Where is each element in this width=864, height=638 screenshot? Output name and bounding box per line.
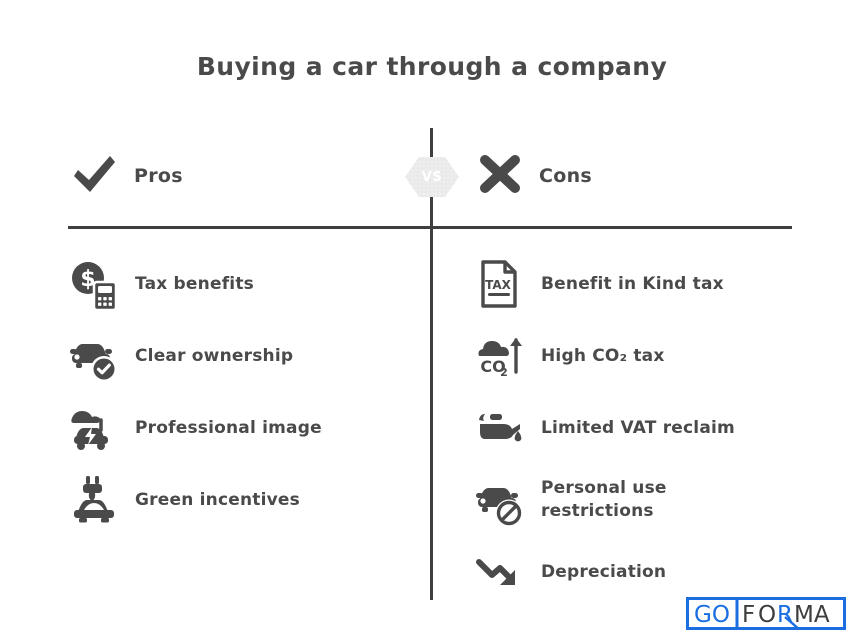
list-item-label: Professional image (135, 417, 322, 438)
logo-text-ma: MA (794, 602, 830, 628)
list-item-label: Personal use restrictions (541, 478, 667, 521)
svg-text:2: 2 (500, 366, 508, 379)
list-item: $ Tax benefits (68, 248, 418, 320)
cons-heading: Cons (539, 165, 593, 187)
check-icon (70, 152, 118, 200)
vertical-divider (430, 128, 433, 600)
svg-text:CO: CO (480, 357, 505, 376)
vs-label: VS (421, 169, 443, 185)
list-item: Personal use restrictions (474, 464, 834, 536)
logo-text-go: GO (694, 602, 730, 628)
car-prohibited-icon (474, 474, 526, 526)
list-item: CO 2 High CO₂ tax (474, 320, 834, 392)
down-trend-arrow-icon (474, 546, 526, 598)
logo-text-f: F (742, 602, 755, 628)
co2-cloud-up-arrow-icon: CO 2 (474, 330, 526, 382)
list-item-label: Depreciation (541, 561, 667, 582)
cross-icon (477, 152, 523, 200)
logo-text-o: O (758, 602, 776, 628)
horizontal-divider (68, 226, 792, 229)
goforma-logo[interactable]: GO F O R MA (686, 597, 846, 631)
cons-column-header: Cons (477, 152, 592, 200)
pros-heading: Pros (134, 165, 183, 187)
list-item-label: High CO₂ tax (541, 345, 665, 366)
logo-text-r: R (777, 602, 793, 628)
list-item: Green incentives (68, 464, 418, 536)
list-item-label: Tax benefits (135, 273, 254, 294)
page-title: Buying a car through a company (196, 52, 668, 81)
list-item: Professional image (68, 392, 418, 464)
list-item: Clear ownership (68, 320, 418, 392)
pros-column-header: Pros (70, 152, 183, 200)
list-item: TAX Benefit in Kind tax (474, 248, 834, 320)
svg-text:TAX: TAX (485, 278, 512, 292)
dollar-coin-calculator-icon: $ (68, 258, 120, 310)
list-item-label: Clear ownership (135, 345, 294, 366)
car-charging-plug-icon (68, 474, 120, 526)
pros-list: $ Tax benefits (68, 248, 418, 536)
list-item-label: Benefit in Kind tax (541, 273, 724, 294)
list-item-label: Green incentives (135, 489, 300, 510)
oil-can-icon (474, 402, 526, 454)
tax-document-icon: TAX (474, 258, 526, 310)
electric-car-bolt-icon (68, 402, 120, 454)
svg-text:$: $ (80, 267, 95, 292)
list-item-label: Limited VAT reclaim (541, 417, 735, 438)
cons-list: TAX Benefit in Kind tax CO 2 High CO₂ ta… (474, 248, 834, 608)
list-item: Depreciation (474, 536, 834, 608)
list-item: Limited VAT reclaim (474, 392, 834, 464)
car-check-icon (68, 330, 120, 382)
vs-badge: VS (405, 155, 459, 199)
